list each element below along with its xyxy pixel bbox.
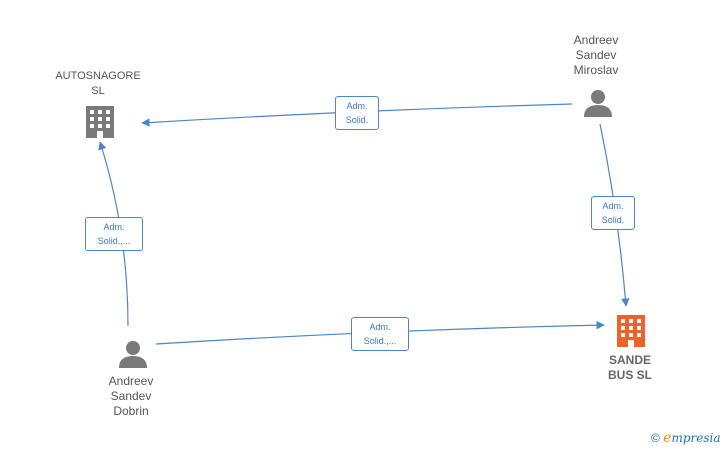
company-name-line: SANDE (608, 353, 651, 367)
person-icon[interactable] (584, 90, 612, 117)
role-text: Adm. (103, 222, 125, 232)
role-text: Adm. (369, 322, 391, 332)
edge-label-role[interactable]: Adm. Solid.,... (85, 217, 143, 251)
building-icon[interactable] (617, 315, 645, 347)
company-name-line: AUTOSNAGORE (55, 70, 141, 82)
person-name-line: Andreev (108, 374, 154, 388)
building-icon[interactable] (86, 106, 114, 138)
empresia-watermark: © empresia (651, 430, 721, 446)
role-text: Solid. (345, 115, 369, 125)
role-text: Solid. (601, 215, 625, 225)
person-name-miroslav[interactable]: Andreev Sandev Miroslav (556, 33, 636, 78)
person-name-line: Andreev (573, 33, 619, 47)
role-text: Adm. (346, 101, 368, 111)
role-text: Solid.,... (363, 336, 397, 346)
edge-label-role[interactable]: Adm. Solid. (335, 96, 379, 130)
edge-label-role[interactable]: Adm. Solid. (591, 196, 635, 230)
company-name-line: BUS SL (607, 368, 652, 382)
person-name-line: Miroslav (573, 63, 619, 77)
person-name-dobrin[interactable]: Andreev Sandev Dobrin (91, 374, 171, 419)
company-name-autosnagore[interactable]: AUTOSNAGORE SL (48, 69, 148, 99)
person-name-line: Dobrin (113, 404, 149, 418)
company-name-sande-bus[interactable]: SANDE BUS SL (585, 353, 675, 383)
empresia-logo-e: e (663, 430, 672, 446)
copyright-symbol: © (651, 431, 660, 445)
empresia-brand: mpresia (671, 431, 721, 445)
edge-label-role[interactable]: Adm. Solid.,... (351, 317, 409, 351)
person-name-line: Sandev (575, 48, 617, 62)
person-icon[interactable] (119, 341, 147, 368)
role-text: Solid.,... (97, 236, 131, 246)
role-text: Adm. (602, 201, 624, 211)
person-name-line: Sandev (110, 389, 152, 403)
company-name-line: SL (91, 85, 105, 97)
